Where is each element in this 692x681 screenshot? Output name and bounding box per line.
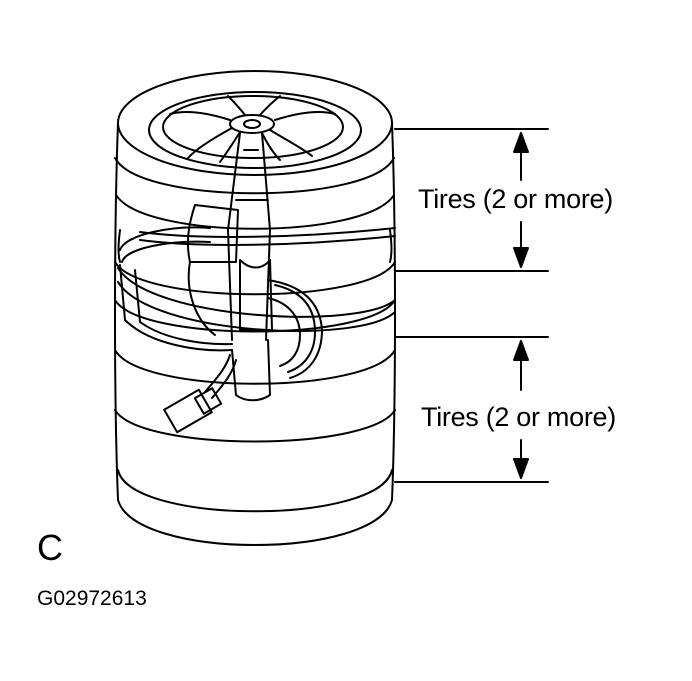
arrow-down-icon [513, 439, 529, 479]
strap-band-icon [117, 227, 396, 379]
arrow-up-icon [513, 132, 529, 181]
figure-code: G02972613 [37, 587, 147, 610]
dimension-label-top: Tires (2 or more) [418, 184, 613, 214]
airbag-module-icon [119, 132, 273, 402]
panel-letter: C [37, 527, 63, 568]
connector-icon [163, 354, 237, 434]
dimension-lines [394, 128, 549, 483]
arrow-down-icon [513, 221, 529, 268]
dimension-label-bottom: Tires (2 or more) [421, 402, 616, 432]
arrow-up-icon [513, 340, 529, 391]
tire-stack-icon [114, 70, 396, 546]
